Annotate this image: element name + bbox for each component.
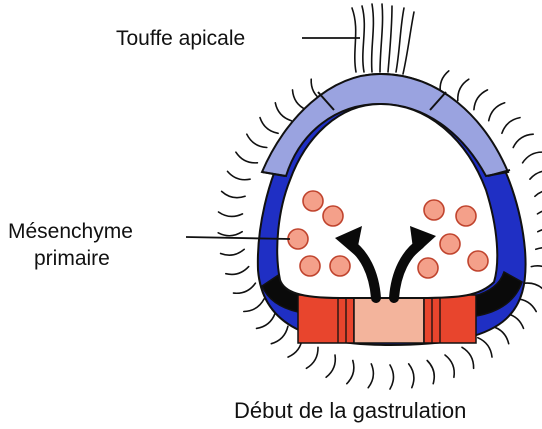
cilium bbox=[221, 249, 245, 255]
cilium bbox=[326, 355, 335, 377]
cilium bbox=[219, 212, 243, 216]
mesenchyme-cell bbox=[323, 206, 343, 226]
mesenchyme-cell bbox=[303, 191, 323, 211]
mesenchyme-cell bbox=[468, 251, 488, 271]
cilium bbox=[538, 229, 542, 233]
cilium bbox=[260, 118, 278, 134]
mesenchyme-cell bbox=[330, 256, 350, 276]
cilium bbox=[478, 338, 492, 357]
mesenchyme-label-line2: primaire bbox=[34, 247, 110, 270]
cilium bbox=[218, 232, 242, 236]
cilium bbox=[390, 365, 394, 389]
cilium bbox=[271, 326, 288, 343]
cilium bbox=[535, 190, 542, 196]
apical-tuft-label: Touffe apicale bbox=[116, 27, 245, 50]
cilium bbox=[293, 90, 307, 110]
mesenchyme-label-line1: Mésenchyme bbox=[8, 220, 133, 243]
mesenchyme-cell bbox=[288, 229, 308, 249]
cilium bbox=[531, 266, 542, 274]
mesenchyme-cell bbox=[418, 258, 438, 278]
cilium bbox=[513, 134, 533, 147]
mesenchyme-cell bbox=[424, 200, 444, 220]
cilium bbox=[530, 171, 542, 179]
mesenchyme-cell bbox=[440, 234, 460, 254]
cilium bbox=[492, 326, 509, 343]
mesenchyme-cell bbox=[300, 256, 320, 276]
cilium bbox=[474, 90, 488, 110]
cilium bbox=[247, 134, 267, 147]
cilium bbox=[445, 355, 454, 377]
mesenchyme-cell bbox=[456, 206, 476, 226]
cilium bbox=[347, 361, 354, 384]
cilium bbox=[409, 364, 414, 388]
cilium bbox=[536, 248, 542, 254]
cilium bbox=[228, 171, 251, 179]
cilium bbox=[427, 361, 434, 384]
cilium bbox=[502, 118, 520, 134]
cilium bbox=[222, 191, 246, 197]
cilium bbox=[538, 209, 542, 213]
cilium bbox=[234, 283, 256, 293]
cilium bbox=[462, 347, 474, 368]
cilium bbox=[523, 152, 542, 163]
cilium bbox=[458, 79, 469, 100]
cilium bbox=[244, 299, 264, 312]
cilium bbox=[226, 267, 249, 275]
cilium bbox=[368, 364, 373, 388]
cilium bbox=[257, 313, 276, 328]
cilium bbox=[275, 103, 291, 121]
apical-tuft bbox=[352, 4, 414, 74]
vegetal-plate-center bbox=[354, 295, 424, 343]
cilium bbox=[236, 152, 258, 163]
cilium bbox=[525, 283, 542, 293]
caption: Début de la gastrulation bbox=[234, 398, 466, 423]
cilium bbox=[489, 103, 505, 121]
cilium bbox=[306, 347, 318, 368]
